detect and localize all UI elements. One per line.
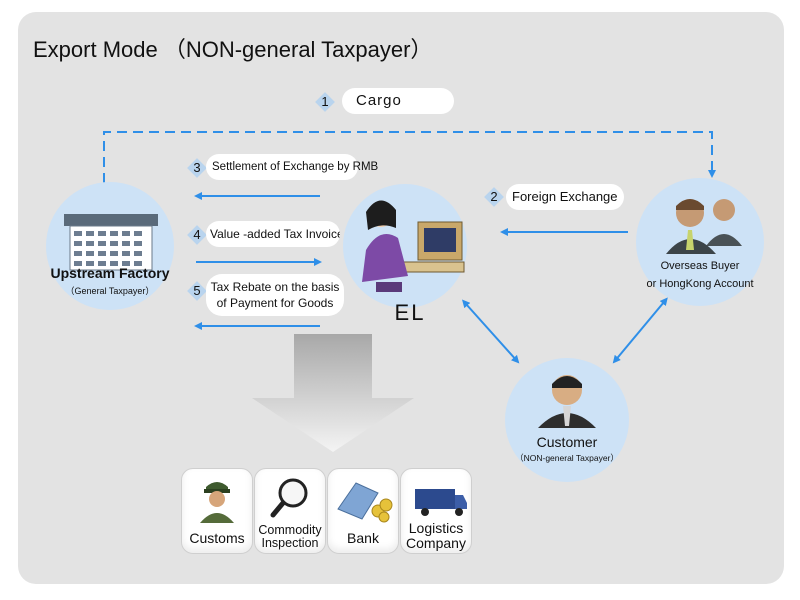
arrow-buyer-customer bbox=[612, 297, 668, 364]
step-5-label: Tax Rebate on the basis of Payment for G… bbox=[206, 274, 344, 316]
businessman-icon bbox=[538, 375, 596, 428]
buyer-line2: or HongKong Account bbox=[646, 278, 754, 290]
customs-label: Customs bbox=[189, 530, 245, 546]
operator-at-computer-icon bbox=[362, 200, 465, 292]
step-4-number: 4 bbox=[193, 227, 201, 242]
customs-officer-icon bbox=[200, 482, 234, 523]
factory-building-icon bbox=[64, 214, 158, 271]
commodity-inspection-label-line1: Commodity bbox=[258, 523, 322, 537]
customer-name: Customer bbox=[536, 434, 598, 450]
el-name: EL bbox=[394, 300, 426, 325]
step-1-label: Cargo bbox=[342, 88, 454, 114]
magnifier-icon bbox=[270, 478, 308, 518]
logistics-label-line2: Company bbox=[406, 535, 466, 551]
customer-subtitle: （NON-general Taxpayer） bbox=[515, 453, 619, 463]
logistics-label-line1: Logistics bbox=[408, 520, 464, 536]
step-4-label: Value -added Tax Invoice bbox=[206, 221, 340, 247]
step-2-label: Foreign Exchange bbox=[506, 184, 624, 210]
step-3-number: 3 bbox=[193, 160, 201, 175]
step-2-number: 2 bbox=[490, 189, 498, 204]
commodity-inspection-label-line2: Inspection bbox=[261, 536, 319, 550]
customs-tile: Customs bbox=[181, 468, 253, 554]
factory-name: Upstream Factory bbox=[50, 265, 170, 281]
factory-subtitle: （General Taxpayer） bbox=[65, 286, 155, 296]
step-1-number: 1 bbox=[321, 94, 329, 109]
step-3-label: Settlement of Exchange by RMB bbox=[206, 154, 378, 180]
step-5-label-line1: Tax Rebate on the basis bbox=[210, 280, 340, 294]
logistics-tile: Logistics Company bbox=[400, 468, 472, 554]
commodity-inspection-tile: Commodity Inspection bbox=[254, 468, 326, 554]
bank-card-coins-icon bbox=[337, 482, 393, 523]
truck-icon bbox=[415, 489, 467, 516]
step-5-label-line2: of Payment for Goods bbox=[216, 296, 334, 310]
two-businessmen-icon bbox=[666, 199, 742, 254]
arrow-el-customer bbox=[461, 299, 520, 364]
bank-label: Bank bbox=[347, 530, 379, 546]
step-5-number: 5 bbox=[193, 283, 201, 298]
cargo-route-line bbox=[103, 131, 716, 183]
bank-tile: Bank bbox=[327, 468, 399, 554]
buyer-line1: Overseas Buyer bbox=[660, 260, 740, 272]
big-down-arrow bbox=[252, 334, 414, 452]
page-title: Export Mode （NON-general Taxpayer） bbox=[33, 37, 433, 62]
